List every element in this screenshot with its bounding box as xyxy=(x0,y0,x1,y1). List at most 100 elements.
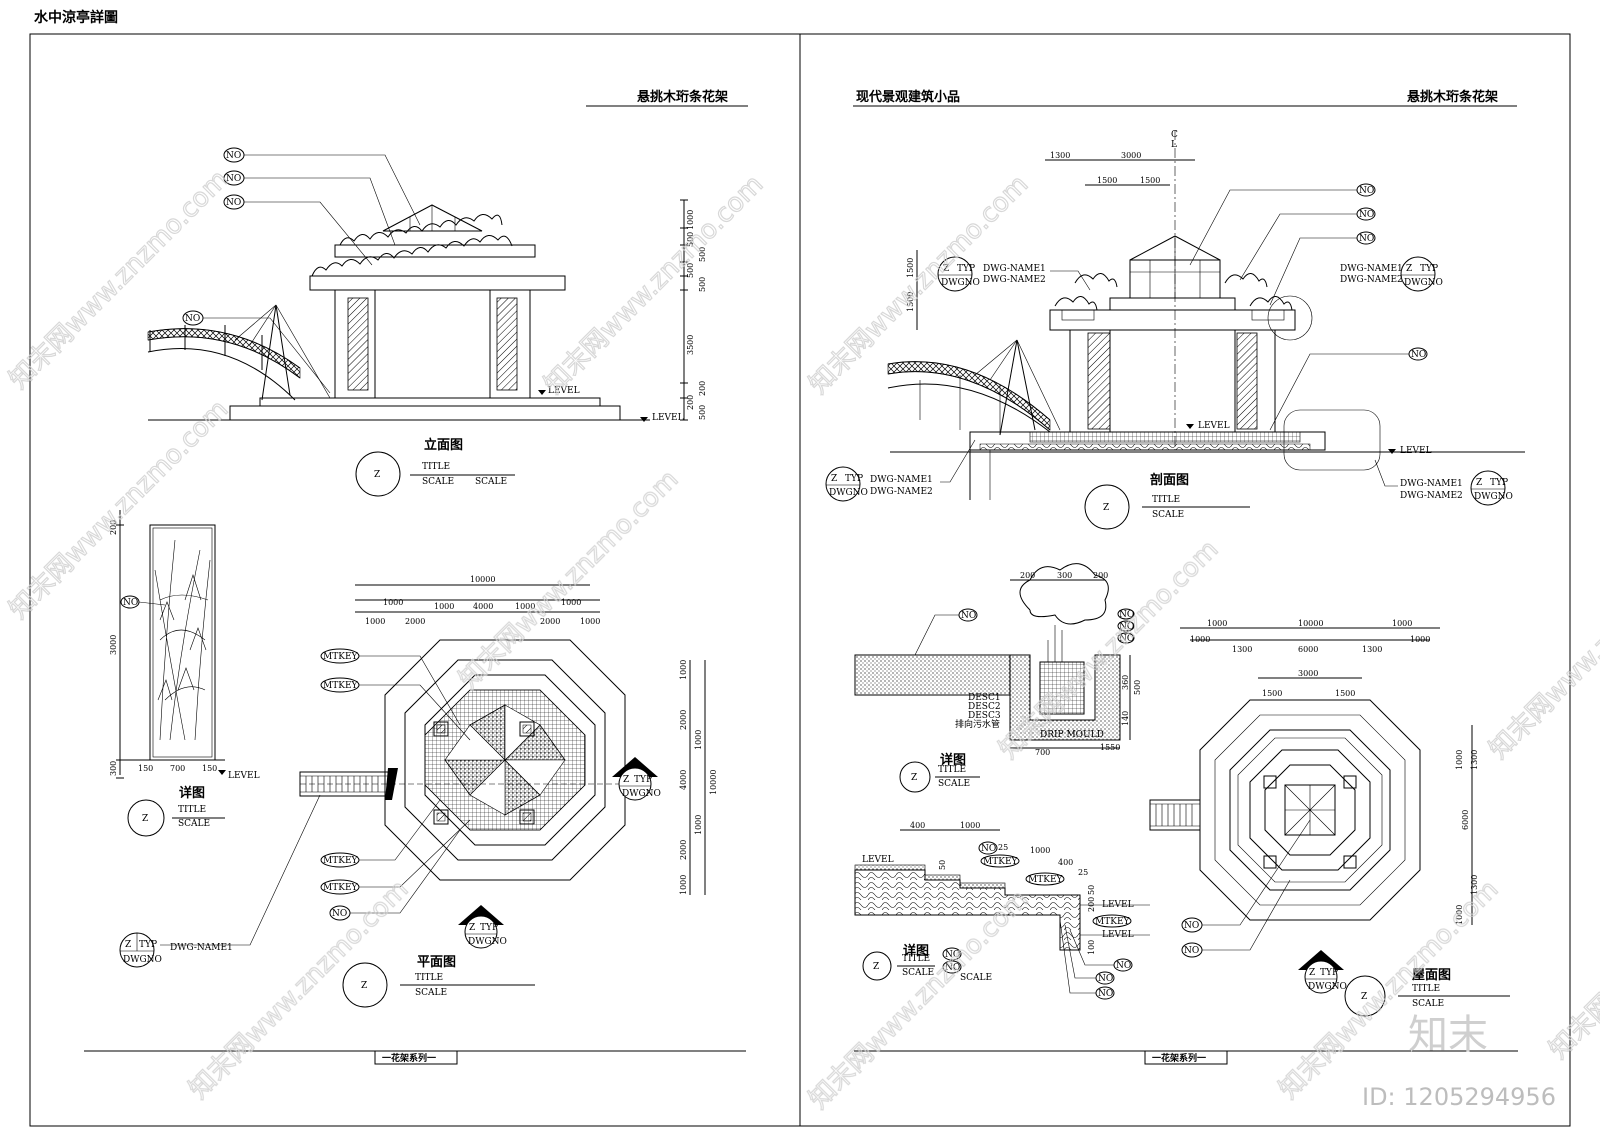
svg-text:400: 400 xyxy=(910,821,925,830)
svg-text:200: 200 xyxy=(1087,897,1096,912)
svg-text:知末网www.znzmo.com: 知末网www.znzmo.com xyxy=(184,874,415,1105)
svg-text:MTKEY: MTKEY xyxy=(323,856,359,866)
svg-text:Z: Z xyxy=(943,264,949,274)
svg-text:200: 200 xyxy=(1020,571,1035,580)
right-steps-detail: 400 1000 1000 400 LEVEL LEVEL LEVEL 50 2… xyxy=(854,821,1150,1000)
right-section-callouts: NO NO NO NO Z TYP DWGNO DWG-NAME1 DWG-NA… xyxy=(825,183,1513,506)
svg-text:NO: NO xyxy=(1411,350,1426,360)
svg-text:6000: 6000 xyxy=(1298,645,1318,654)
svg-text:NO: NO xyxy=(185,314,200,324)
svg-text:TITLE: TITLE xyxy=(422,462,450,472)
svg-text:25: 25 xyxy=(1078,868,1088,877)
svg-text:TYP: TYP xyxy=(1490,478,1508,488)
svg-text:Z: Z xyxy=(623,775,629,785)
svg-text:100: 100 xyxy=(1087,940,1096,955)
svg-text:TYP: TYP xyxy=(1320,968,1338,978)
svg-text:300: 300 xyxy=(109,761,118,776)
svg-text:MTKEY: MTKEY xyxy=(983,857,1019,867)
left-column-detail: 200 3000 300 150 700 150 LEVEL NO xyxy=(109,510,260,781)
svg-text:1500: 1500 xyxy=(906,258,915,278)
svg-text:MTKEY: MTKEY xyxy=(1095,917,1131,927)
right-heading-right: 悬挑木珩条花架 xyxy=(1407,89,1498,105)
left-plan-callouts: MTKEY MTKEY MTKEY MTKEY NO xyxy=(160,648,471,946)
svg-text:1500: 1500 xyxy=(1335,689,1355,698)
svg-text:TYP: TYP xyxy=(845,474,863,484)
svg-text:400: 400 xyxy=(1058,858,1073,867)
svg-text:Z: Z xyxy=(831,474,837,484)
right-section: CL LEVEL xyxy=(887,130,1525,500)
svg-text:NO: NO xyxy=(945,963,960,973)
svg-text:500: 500 xyxy=(698,277,707,292)
svg-text:DWGNO: DWGNO xyxy=(1308,982,1347,992)
right-detail2-title-block: Z TITLE SCALE SCALE xyxy=(862,951,992,983)
svg-text:SCALE: SCALE xyxy=(475,477,507,487)
svg-text:2000: 2000 xyxy=(679,710,688,730)
svg-text:TYP: TYP xyxy=(480,923,498,933)
right-sheet-frame xyxy=(799,33,1571,1127)
left-plan-section-marker: Z TYP DWGNO Z TYP DWGNO xyxy=(458,757,661,949)
svg-text:Z: Z xyxy=(1103,503,1109,513)
svg-text:500: 500 xyxy=(698,405,707,420)
svg-text:DWG-NAME1: DWG-NAME1 xyxy=(1340,264,1403,274)
svg-text:Z: Z xyxy=(374,470,380,480)
svg-text:DWG-NAME2: DWG-NAME2 xyxy=(1340,275,1403,285)
level-label: LEVEL xyxy=(548,386,580,396)
svg-text:NO: NO xyxy=(1119,634,1134,644)
svg-text:NO: NO xyxy=(1116,961,1131,971)
svg-text:知末网www.znzmo.com: 知末网www.znzmo.com xyxy=(1544,834,1600,1065)
svg-text:SCALE: SCALE xyxy=(902,968,934,978)
svg-text:3500: 3500 xyxy=(686,335,695,355)
svg-text:1000: 1000 xyxy=(679,875,688,895)
svg-text:DWG-NAME1: DWG-NAME1 xyxy=(983,264,1046,274)
svg-text:NO: NO xyxy=(1184,946,1199,956)
svg-text:知末网www.znzmo.com: 知末网www.znzmo.com xyxy=(4,164,235,395)
svg-text:700: 700 xyxy=(170,764,185,773)
svg-text:1000: 1000 xyxy=(694,815,703,835)
svg-text:1500: 1500 xyxy=(906,292,915,312)
svg-text:1000: 1000 xyxy=(434,602,454,611)
svg-text:360: 360 xyxy=(1121,675,1130,690)
svg-text:DRIP MOULD: DRIP MOULD xyxy=(1040,730,1104,740)
svg-text:Z: Z xyxy=(1309,968,1315,978)
svg-text:NO: NO xyxy=(1119,610,1134,620)
svg-text:10000: 10000 xyxy=(1298,619,1323,628)
right-detail-title: 详图 xyxy=(940,752,966,768)
svg-text:SCALE: SCALE xyxy=(1152,510,1184,520)
right-heading-left: 现代景观建筑小品 xyxy=(856,89,960,105)
svg-text:200: 200 xyxy=(1093,571,1108,580)
svg-text:LEVEL: LEVEL xyxy=(1102,930,1134,940)
svg-text:NO: NO xyxy=(226,151,241,161)
svg-text:Z: Z xyxy=(361,981,367,991)
svg-text:SCALE: SCALE xyxy=(960,973,992,983)
left-elevation-title-block: Z TITLE SCALE SCALE xyxy=(355,451,515,497)
svg-text:NO: NO xyxy=(1359,234,1374,244)
svg-text:知末网www.znzmo.com: 知末网www.znzmo.com xyxy=(539,169,770,400)
svg-text:DWGNO: DWGNO xyxy=(622,789,661,799)
svg-text:2000: 2000 xyxy=(405,617,425,626)
right-series-label: 一花架系列一 xyxy=(1152,1052,1206,1064)
svg-text:TITLE: TITLE xyxy=(902,954,930,964)
svg-text:SCALE: SCALE xyxy=(1412,999,1444,1009)
svg-text:TYP: TYP xyxy=(1420,264,1438,274)
svg-text:知末网www.znzmo.com: 知末网www.znzmo.com xyxy=(804,884,1035,1115)
svg-text:TITLE: TITLE xyxy=(938,765,966,775)
svg-text:TITLE: TITLE xyxy=(415,973,443,983)
svg-text:LEVEL: LEVEL xyxy=(862,855,894,865)
right-section-dims: 1300 3000 1500 1500 1500 1500 xyxy=(906,151,1195,330)
svg-text:3000: 3000 xyxy=(1121,151,1141,160)
svg-text:知末网www.znzmo.com: 知末网www.znzmo.com xyxy=(4,394,235,625)
svg-text:SCALE: SCALE xyxy=(415,988,447,998)
svg-text:TITLE: TITLE xyxy=(1152,495,1180,505)
svg-text:1300: 1300 xyxy=(1362,645,1382,654)
svg-text:1500: 1500 xyxy=(1097,176,1117,185)
svg-text:NO: NO xyxy=(1359,186,1374,196)
svg-text:1000: 1000 xyxy=(561,598,581,607)
svg-text:50: 50 xyxy=(1087,885,1096,895)
svg-text:Z: Z xyxy=(125,940,131,950)
svg-text:DESC3: DESC3 xyxy=(968,711,1001,721)
svg-text:NO: NO xyxy=(1119,622,1134,632)
left-plan-title-block: Z TITLE SCALE xyxy=(342,962,535,1008)
left-dwg-callout: Z TYP DWGNO DWG-NAME1 xyxy=(119,932,233,968)
svg-text:1000: 1000 xyxy=(1392,619,1412,628)
svg-text:1000: 1000 xyxy=(1410,635,1430,644)
